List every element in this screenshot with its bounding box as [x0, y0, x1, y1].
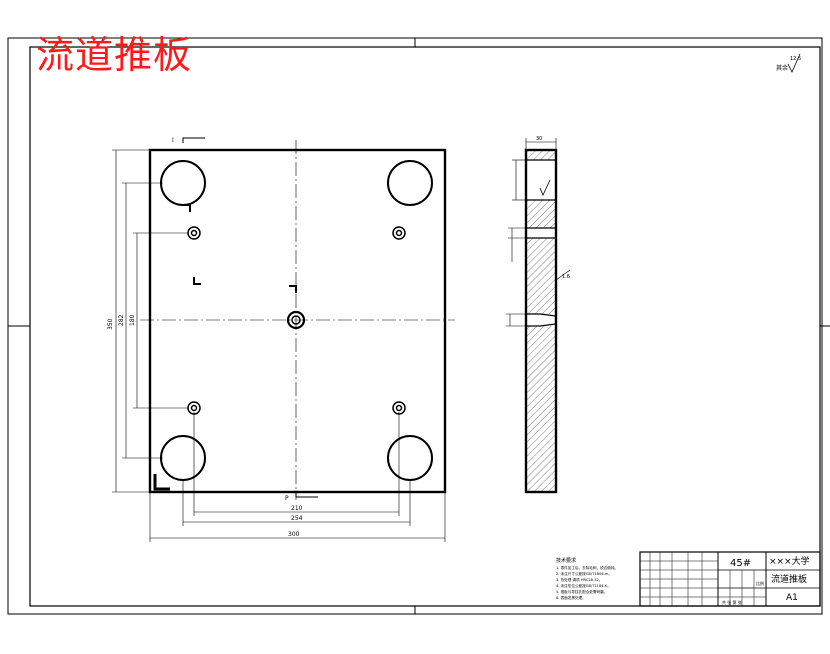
guide-hole-top-right	[387, 160, 433, 206]
dim-254: 254	[291, 515, 303, 522]
section-indicator-bottom: P	[285, 492, 318, 502]
part-name: 流道推板	[771, 573, 807, 585]
side-roughness-symbol	[539, 179, 551, 196]
horizontal-dimensions	[149, 412, 446, 542]
datum-corner-mark	[153, 474, 170, 491]
center-sprue-hole	[286, 310, 306, 330]
svg-text:其余: 其余	[776, 64, 788, 72]
note-line: 3. 热处理 调质 HRC28-32。	[556, 577, 602, 582]
screw-hole-top-right	[392, 226, 406, 240]
drawing-number: A1	[786, 593, 798, 603]
centerlines	[140, 140, 455, 500]
dim-282: 282	[118, 314, 125, 326]
roughness-value: 12.5	[790, 56, 801, 62]
note-line: 5. 推板与导柱孔配合处需研磨。	[556, 589, 607, 594]
title-block	[639, 551, 821, 607]
screw-holes	[187, 226, 406, 415]
note-line: 1. 零件加工后，去除毛刺，锐边倒钝。	[556, 565, 618, 570]
dim-300: 300	[288, 531, 300, 538]
guide-hole-bottom-left	[160, 435, 206, 481]
dim-350: 350	[107, 318, 114, 330]
drawing-border	[29, 46, 821, 607]
front-view: I P 210 254 300	[107, 137, 455, 542]
plate-outline	[148, 148, 447, 494]
centering-marks	[8, 38, 830, 614]
note-line: 4. 未注形位公差按GB/T1184-K。	[556, 583, 611, 588]
corner-marks	[153, 204, 297, 491]
guide-holes	[160, 160, 433, 481]
dim-210: 210	[291, 505, 303, 512]
technical-notes: 技术要求 1. 零件加工后，去除毛刺，锐边倒钝。 2. 未注尺寸公差按GB/T1…	[556, 557, 618, 600]
school-name: ×××大学	[769, 555, 810, 567]
svg-text:I: I	[172, 137, 174, 144]
notes-heading: 技术要求	[556, 557, 576, 564]
material-value: 45#	[730, 558, 751, 569]
drawing-title: 流道推板	[36, 33, 193, 77]
vertical-dimensions	[112, 149, 188, 493]
sheet-label: 共 张 第 张	[722, 599, 742, 605]
scale-label: 比例	[756, 580, 764, 586]
note-line: 2. 未注尺寸公差按GB/T1804-m。	[556, 571, 612, 576]
side-roughness: 1.6	[562, 274, 570, 280]
dim-30: 30	[536, 136, 542, 142]
screw-hole-top-left	[187, 226, 201, 240]
dim-180: 180	[129, 314, 136, 326]
roughness-symbol-corner: 其余 12.5	[776, 53, 801, 73]
svg-text:P: P	[285, 495, 289, 502]
guide-hole-top-left	[160, 160, 206, 206]
note-line: 6. 表面发黑处理。	[556, 595, 586, 600]
guide-hole-bottom-right	[387, 435, 433, 481]
side-view-section: 30 1.6	[506, 136, 571, 494]
section-indicator-top: I	[172, 137, 205, 144]
